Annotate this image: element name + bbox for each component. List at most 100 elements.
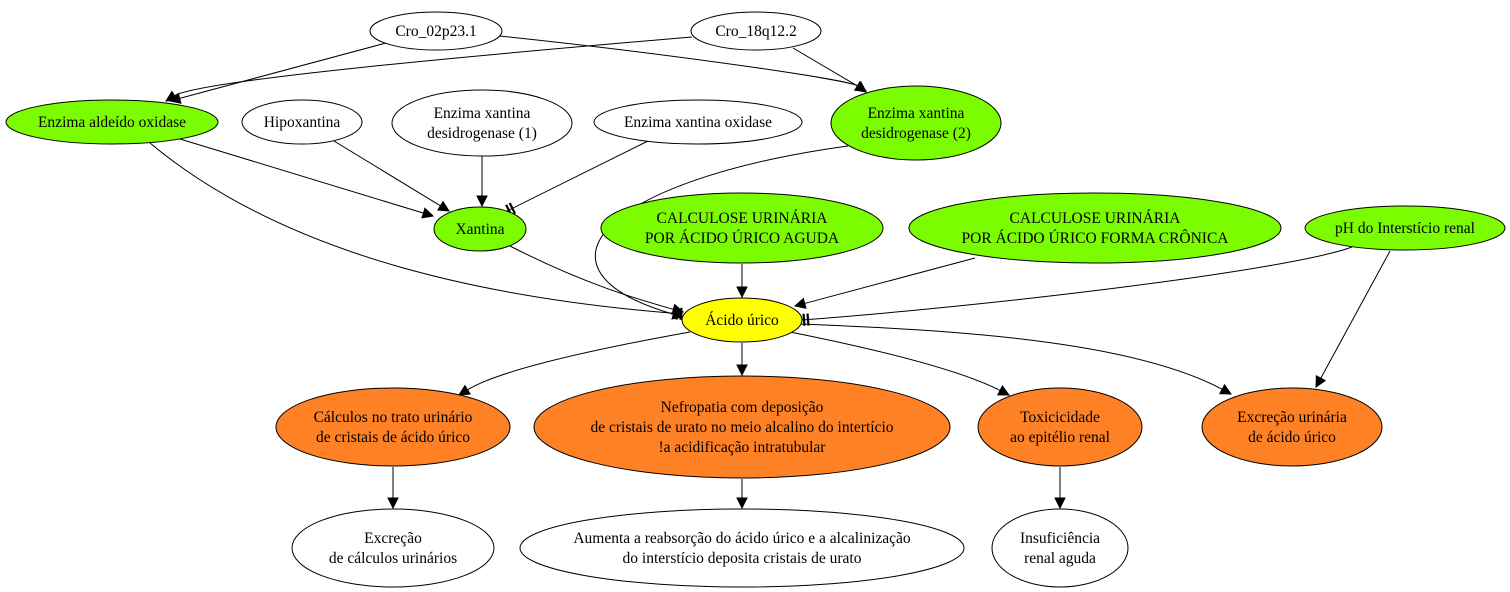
edge-line: [333, 140, 441, 207]
edge-ph-to-excrecao: [1315, 250, 1391, 388]
edge-cro02-to-xdh2: [499, 35, 867, 93]
node-label: Xantina: [455, 221, 504, 238]
arrowhead: [165, 90, 178, 102]
edge-line: [174, 36, 693, 97]
edge-toxi-to-insuf: [1054, 467, 1066, 510]
node-shape: [991, 508, 1129, 588]
node-xdh1: Enzima xantina desidrogenase (1): [391, 89, 573, 157]
node-acido: Ácido úrico: [681, 297, 803, 343]
arrowhead: [421, 207, 435, 219]
arrowhead: [1219, 383, 1232, 395]
edge-cro02-to-aldeido: [168, 42, 387, 104]
node-shape: [681, 297, 803, 343]
node-insuf: Insuficiência renal aguda: [991, 508, 1129, 588]
node-label: Excreção: [364, 530, 422, 547]
edge-line: [467, 331, 691, 391]
node-shape: [690, 11, 822, 51]
node-label: Ácido úrico: [705, 312, 779, 329]
node-label: CALCULOSE URINÁRIA: [657, 210, 829, 227]
node-shape: [433, 206, 527, 252]
edge-cro18-to-aldeido: [165, 36, 693, 102]
arrowhead: [793, 297, 807, 309]
edge-line: [179, 138, 424, 214]
node-label: de cristais de ácido úrico: [316, 429, 470, 446]
arrowhead: [458, 384, 471, 396]
node-label: POR ÁCIDO ÚRICO AGUDA: [645, 230, 840, 247]
node-shape: [600, 192, 884, 264]
node-shape: [391, 89, 573, 157]
node-aumenta: Aumenta a reabsorção do ácido úrico e a …: [519, 508, 965, 588]
node-label: Cro_18q12.2: [715, 23, 796, 40]
node-label: CALCULOSE URINÁRIA: [1010, 210, 1182, 227]
edge-line: [789, 331, 1001, 391]
arrowhead: [736, 364, 748, 377]
edge-line: [179, 42, 387, 99]
arrowhead: [1315, 375, 1327, 388]
edge-line: [509, 245, 674, 310]
node-label: Enzima xantina: [434, 105, 531, 122]
arrowhead: [736, 497, 748, 510]
edges-layer: [149, 35, 1391, 510]
edge-xdh1-to-xantina: [476, 156, 488, 208]
node-toxi: Toxicicidade ao epitélio renal: [977, 387, 1143, 467]
edge-acido-to-toxi: [789, 331, 1010, 396]
node-shape: [519, 508, 965, 588]
node-label: Cro_02p23.1: [395, 23, 476, 40]
node-label: de cristais de urato no meio alcalino do…: [590, 419, 893, 436]
node-label: Enzima xantina oxidase: [624, 114, 772, 131]
arrowhead: [671, 303, 685, 315]
edge-line: [792, 47, 858, 87]
node-label: Excreção urinária: [1237, 409, 1347, 426]
edge-aldeido-to-xantina: [179, 138, 435, 219]
node-ph: pH do Interstício renal: [1304, 205, 1506, 251]
node-label: Hipoxantina: [264, 114, 341, 131]
node-shape: [291, 508, 495, 588]
node-label: Insuficiência: [1020, 530, 1100, 547]
node-excrecao: Excreção urinária de ácido úrico: [1201, 387, 1383, 467]
edge-acido-to-calculos: [458, 331, 691, 396]
node-shape: [241, 99, 363, 145]
node-xantina: Xantina: [433, 206, 527, 252]
node-cro02: Cro_02p23.1: [369, 11, 503, 51]
node-shape: [1201, 387, 1383, 467]
node-label: de ácido úrico: [1248, 429, 1336, 446]
node-label: !a acidificação intratubular: [659, 439, 827, 456]
node-hipox: Hipoxantina: [241, 99, 363, 145]
node-shape: [977, 387, 1143, 467]
node-shape: [275, 387, 511, 467]
arrowhead: [1054, 497, 1066, 510]
edge-acido-to-excrecao: [799, 323, 1232, 395]
node-label: ao epitélio renal: [1010, 429, 1110, 446]
node-label: Toxicicidade: [1020, 409, 1100, 426]
node-shape: [593, 99, 803, 145]
node-label: desidrogenase (1): [427, 125, 537, 142]
node-label: do interstício deposita cristais de urat…: [623, 550, 862, 567]
edge-calcaguda-to-acido: [736, 264, 748, 299]
node-label: renal aguda: [1024, 550, 1096, 567]
edge-line: [804, 257, 976, 304]
edge-line: [506, 140, 649, 212]
node-label: Enzima xantina: [868, 105, 965, 122]
node-cro18: Cro_18q12.2: [690, 11, 822, 51]
edge-line: [149, 142, 684, 315]
edge-calccronica-to-acido: [793, 257, 976, 309]
edge-line: [1320, 250, 1391, 379]
node-label: Cálculos no trato urinário: [314, 409, 473, 426]
edge-xantina-to-acido: [509, 245, 685, 315]
edge-cro18-to-xdh2: [792, 47, 867, 92]
arrowhead: [997, 385, 1010, 396]
arrowhead: [736, 286, 748, 299]
edge-xo-to-xantina: [505, 140, 649, 216]
node-shape: [369, 11, 503, 51]
edge-hipox-to-xantina: [333, 140, 450, 212]
edge-calculos-to-excrcalc: [387, 467, 399, 510]
edge-acido-to-nefro: [736, 343, 748, 377]
node-calculos: Cálculos no trato urinário de cristais de…: [275, 387, 511, 467]
node-label: Aumenta a reabsorção do ácido úrico e a …: [573, 530, 911, 547]
node-xo: Enzima xantina oxidase: [593, 99, 803, 145]
